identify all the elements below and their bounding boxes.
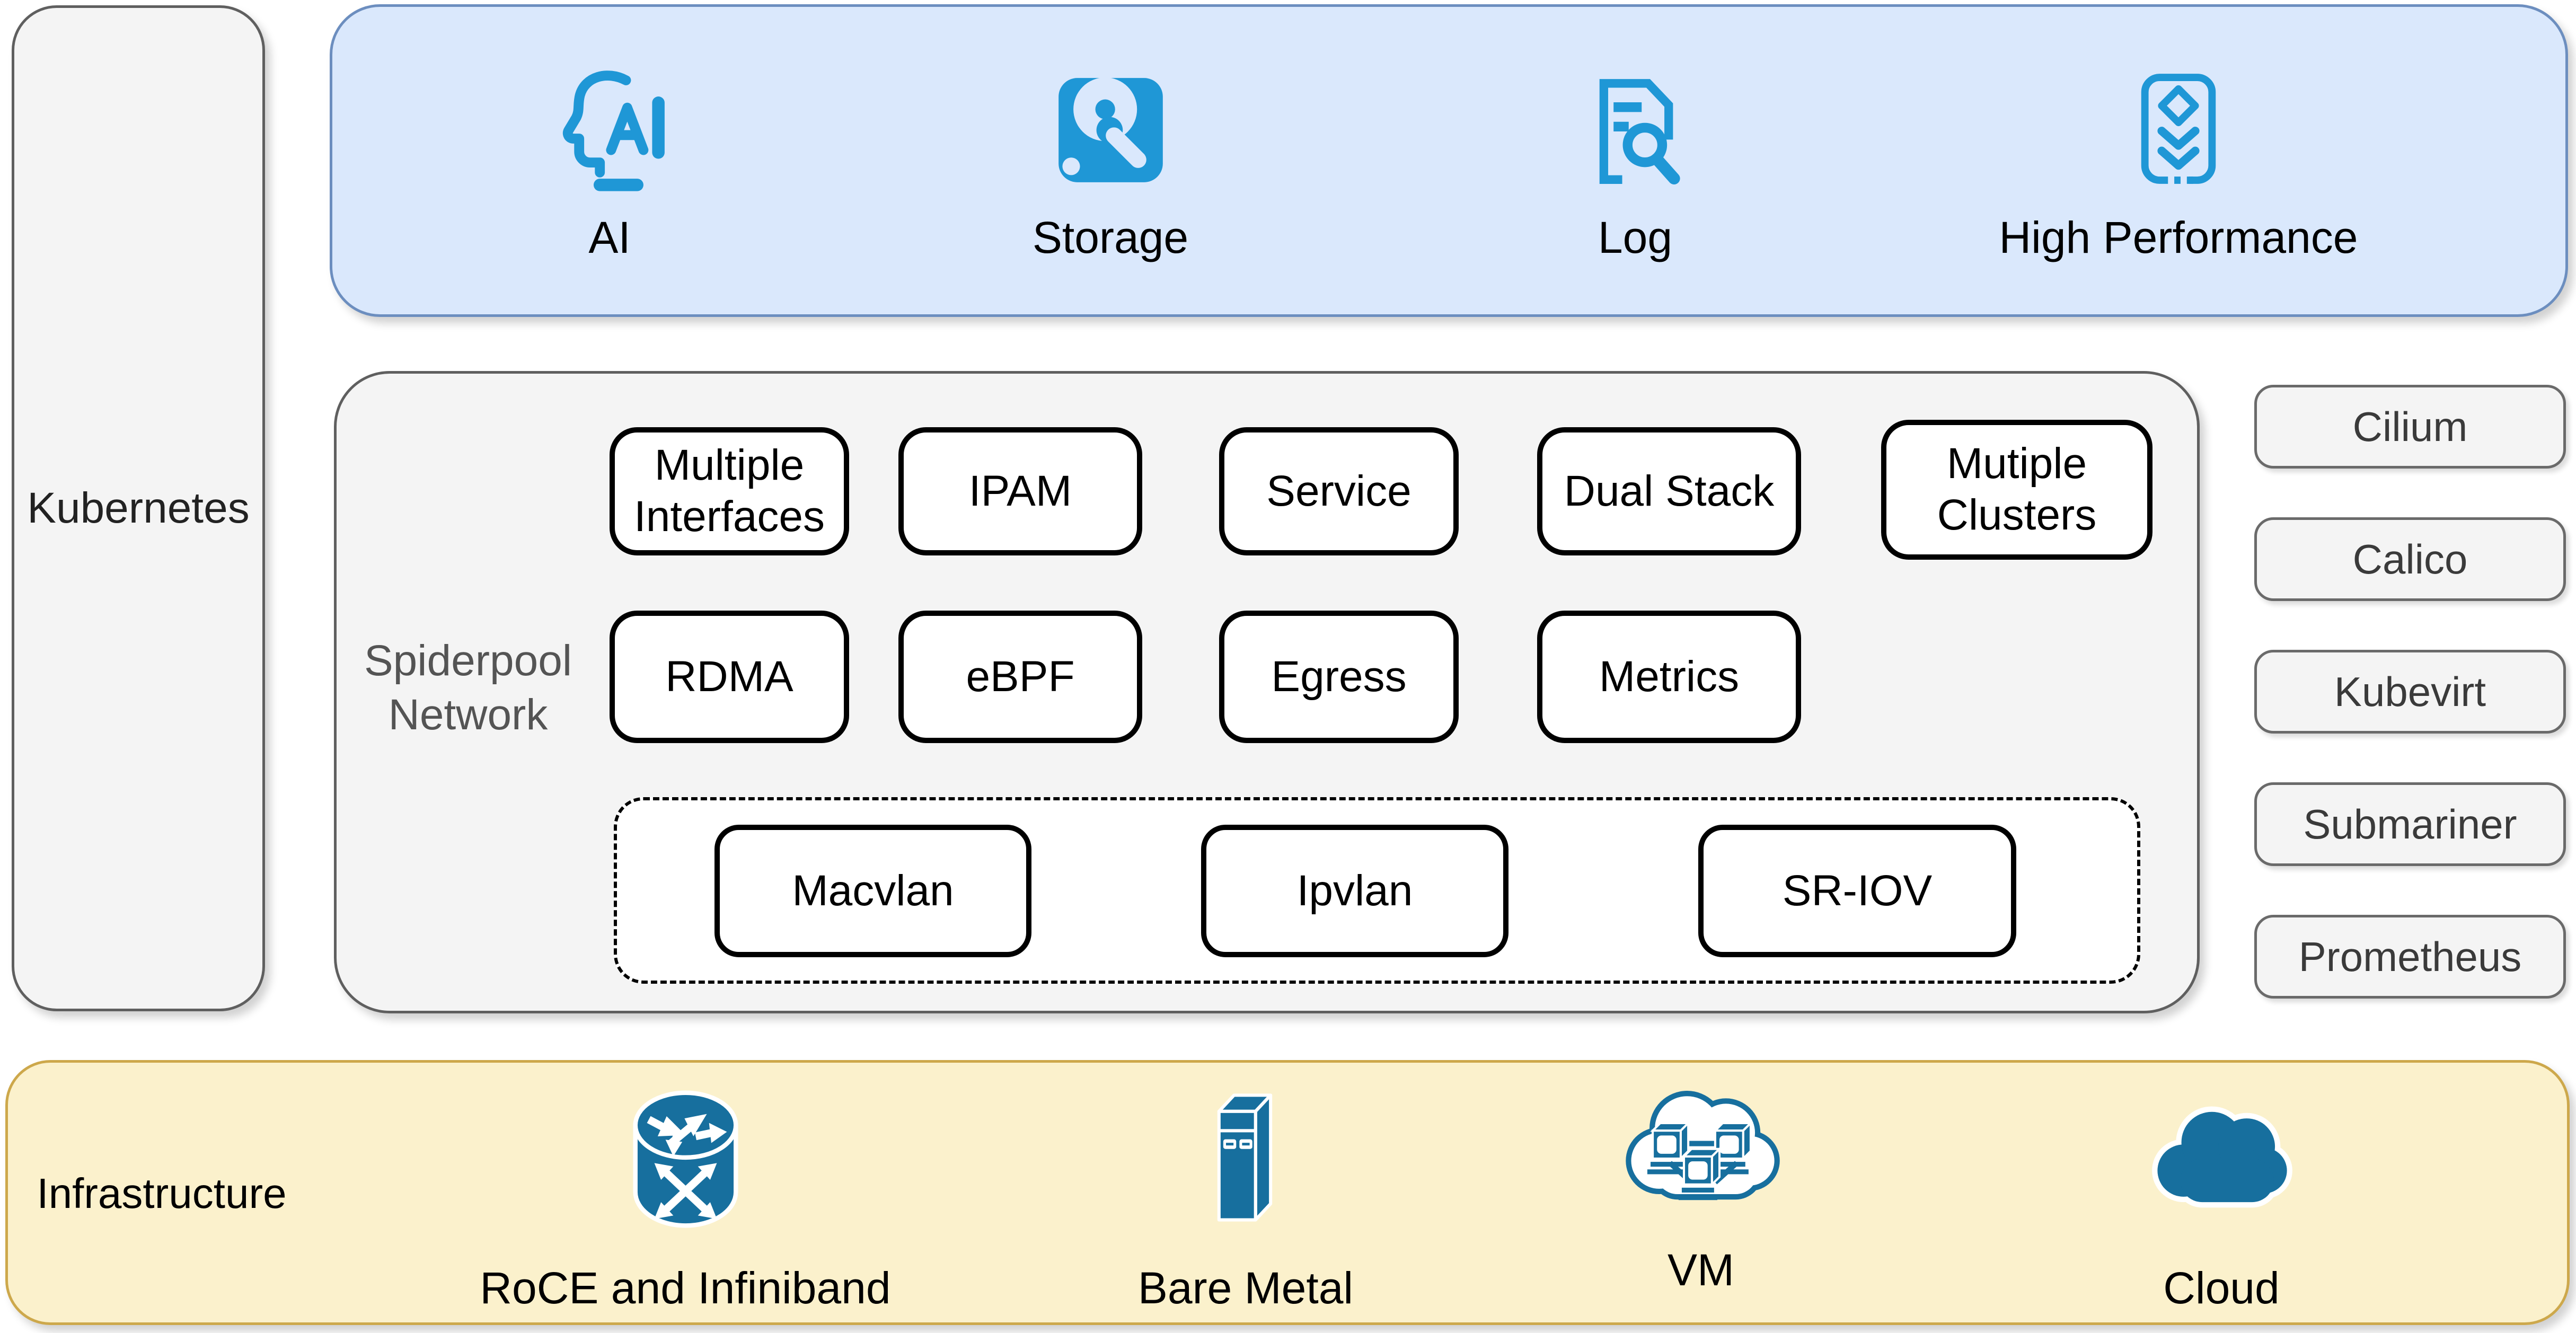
- feature-multiple-interfaces: Multiple Interfaces: [610, 427, 849, 555]
- router-icon-slot: [623, 1076, 748, 1241]
- infra-item-roce: RoCE and Infiniband: [394, 1076, 977, 1314]
- ai-head-icon: [562, 70, 665, 191]
- infra-label-cloud: Cloud: [2163, 1263, 2280, 1313]
- feature-ebpf: eBPF: [898, 611, 1142, 743]
- ecosystem-item-kubevirt: Kubevirt: [2254, 650, 2566, 734]
- cloud-icon-slot: [2149, 1076, 2295, 1241]
- feature-metrics: Metrics: [1537, 611, 1801, 743]
- workload-item-high-performance: High Performance: [1887, 58, 2470, 263]
- feature-egress: Egress: [1219, 611, 1459, 743]
- infra-item-bare-metal: Bare Metal: [954, 1076, 1537, 1314]
- plugin-ipvlan: Ipvlan: [1201, 825, 1508, 957]
- router-icon: [633, 1090, 738, 1228]
- feature-service: Service: [1219, 427, 1459, 555]
- spiderpool-label: Spiderpool Network: [364, 637, 572, 739]
- kubernetes-label: Kubernetes: [27, 484, 250, 532]
- storage-icon-slot: [1056, 58, 1166, 201]
- vm-cloud-icon-slot: [1620, 1076, 1782, 1241]
- workloads-panel: [330, 4, 2568, 317]
- ecosystem-item-prometheus: Prometheus: [2254, 915, 2566, 999]
- vm-cloud-icon: [1625, 1091, 1780, 1200]
- infrastructure-label: Infrastructure: [37, 1170, 287, 1217]
- plugin-sr-iov: SR-IOV: [1698, 825, 2016, 957]
- server-tower-icon-slot: [1205, 1076, 1287, 1241]
- infra-label-bare-metal: Bare Metal: [1137, 1263, 1354, 1313]
- infra-item-cloud: Cloud: [1930, 1076, 2513, 1314]
- plugin-macvlan: Macvlan: [714, 825, 1031, 957]
- cloud-icon: [2151, 1106, 2292, 1208]
- ecosystem-item-calico: Calico: [2254, 517, 2566, 601]
- workload-label-log: Log: [1598, 213, 1673, 262]
- infra-label-vm: VM: [1668, 1245, 1734, 1295]
- workload-item-log: Log: [1344, 58, 1927, 263]
- workload-label-storage: Storage: [1032, 213, 1189, 262]
- workload-item-ai: AI: [318, 58, 901, 263]
- feature-rdma: RDMA: [610, 611, 849, 743]
- kubernetes-panel: Kubernetes: [12, 5, 265, 1011]
- feature-ipam: IPAM: [898, 427, 1142, 555]
- feature-dual-stack: Dual Stack: [1537, 427, 1801, 555]
- workload-label-ai: AI: [588, 213, 631, 262]
- infra-item-vm: VM: [1409, 1076, 1992, 1296]
- ai-icon-slot: [548, 58, 672, 201]
- server-tower-icon: [1217, 1093, 1272, 1222]
- workload-item-storage: Storage: [819, 58, 1402, 263]
- infra-label-roce: RoCE and Infiniband: [480, 1263, 891, 1313]
- workload-label-high-performance: High Performance: [1999, 213, 2358, 262]
- high-performance-icon-slot: [2128, 58, 2229, 201]
- feature-mutiple-clusters: Mutiple Clusters: [1881, 420, 2152, 560]
- ecosystem-item-cilium: Cilium: [2254, 385, 2566, 469]
- log-search-icon: [1599, 79, 1680, 184]
- performance-card-icon: [2141, 74, 2216, 184]
- log-icon-slot: [1582, 58, 1688, 201]
- ecosystem-item-submariner: Submariner: [2254, 782, 2566, 866]
- hard-disk-icon: [1058, 77, 1163, 182]
- infrastructure-panel: [5, 1060, 2570, 1325]
